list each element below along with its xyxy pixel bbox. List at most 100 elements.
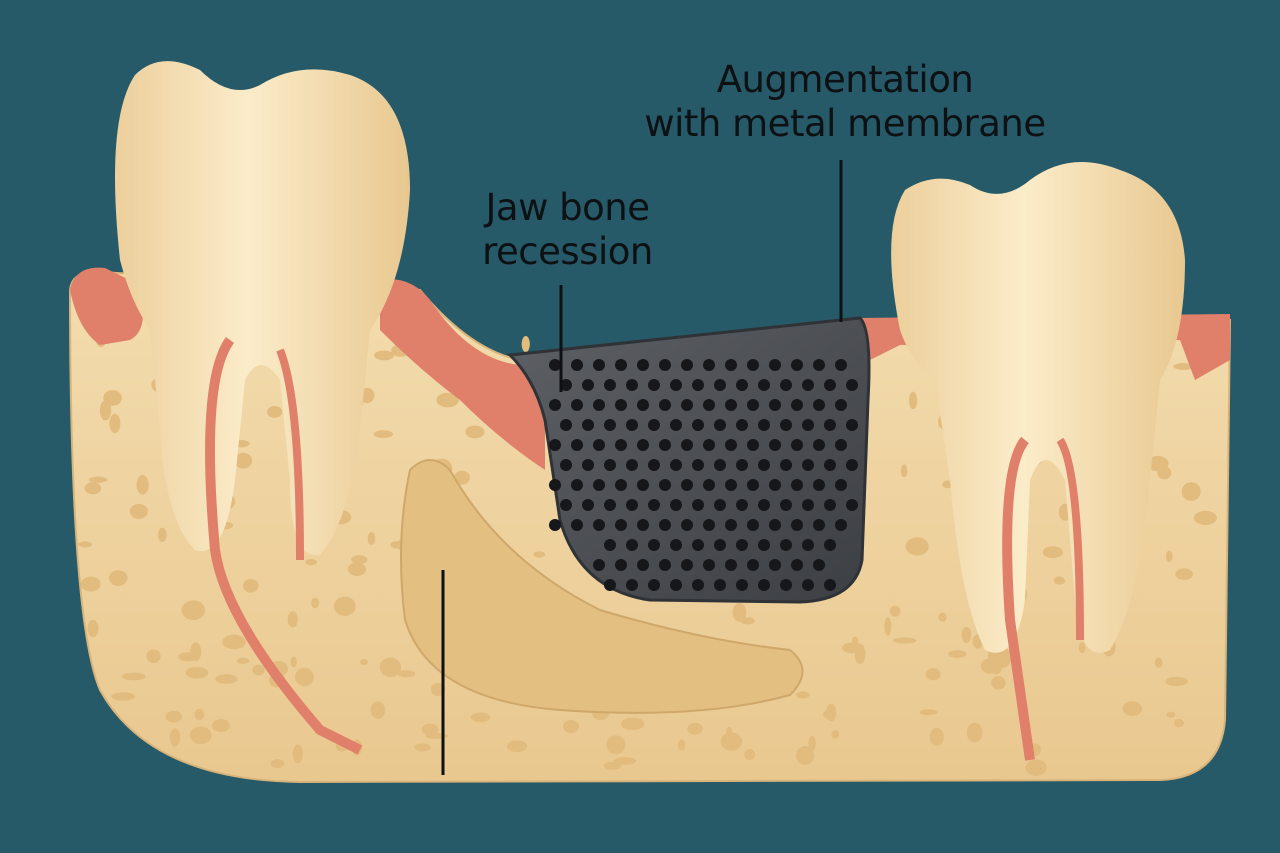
perforation-hole [670,539,682,551]
perforation-hole [747,439,759,451]
bone-pore [121,672,146,681]
bone-pore [563,719,580,734]
perforation-hole [725,439,737,451]
perforation-hole [626,539,638,551]
bone-pore [84,482,102,495]
bone-pore [414,743,431,752]
perforation-hole [703,519,715,531]
perforation-hole [681,439,693,451]
perforation-hole [571,479,583,491]
bone-pore [270,759,285,769]
perforation-hole [593,559,605,571]
perforation-hole [725,399,737,411]
bone-pore [506,740,528,753]
bone-pore [87,620,99,638]
perforation-hole [703,399,715,411]
perforation-hole [747,519,759,531]
perforation-hole [571,519,583,531]
bone-pore [1025,759,1047,776]
perforation-hole [824,459,836,471]
perforation-hole [725,559,737,571]
perforation-hole [791,479,803,491]
perforation-hole [714,579,726,591]
perforation-hole [813,559,825,571]
perforation-hole [659,519,671,531]
perforation-hole [758,579,770,591]
metal-membrane [506,316,871,604]
perforation-hole [681,479,693,491]
augmentation-label-line2: with metal membrane [644,102,1046,145]
perforation-hole [835,519,847,531]
perforation-hole [736,499,748,511]
perforation-hole [648,379,660,391]
perforation-hole [824,499,836,511]
jaw-bone-label-line1: Jaw bone [485,186,650,229]
bone-pore [1175,568,1194,580]
perforation-hole [802,459,814,471]
perforation-hole [582,379,594,391]
perforation-hole [791,559,803,571]
perforation-hole [604,419,616,431]
perforation-hole [648,539,660,551]
perforation-hole [835,479,847,491]
bone-pore [948,650,967,658]
perforation-hole [725,519,737,531]
perforation-hole [835,359,847,371]
perforation-hole [681,519,693,531]
bone-pore [88,476,108,483]
perforation-hole [615,399,627,411]
perforation-hole [846,499,858,511]
bone-pore [603,761,622,770]
perforation-hole [692,539,704,551]
perforation-hole [780,379,792,391]
perforation-hole [681,559,693,571]
perforation-hole [593,519,605,531]
bone-pore [1193,510,1217,526]
perforation-hole [769,559,781,571]
perforation-hole [824,539,836,551]
bone-pore [169,728,181,747]
bone-pore [189,726,212,745]
perforation-hole [549,519,561,531]
bone-pore [1165,676,1188,687]
perforation-hole [813,399,825,411]
perforation-hole [560,459,572,471]
bone-pore [185,666,209,679]
perforation-hole [670,499,682,511]
perforation-hole [604,539,616,551]
perforation-hole [714,539,726,551]
bone-pore [831,729,840,739]
bone-pore [991,676,1006,690]
perforation-hole [824,419,836,431]
bone-pore [908,391,918,410]
perforation-hole [813,479,825,491]
perforation-hole [681,399,693,411]
perforation-hole [659,399,671,411]
bone-pore [436,392,459,408]
bone-pore [129,503,148,519]
perforation-hole [824,579,836,591]
perforation-hole [670,379,682,391]
bone-pore [938,612,947,622]
bone-pore [360,658,368,666]
bone-pore [823,710,833,719]
bone-pore [1053,576,1066,585]
bone-pore [215,674,238,684]
bone-pore [892,637,917,644]
bone-pore [111,692,135,701]
bone-pore [136,474,149,495]
bone-pore [1078,642,1086,654]
augmentation-label-line1: Augmentation [716,58,974,101]
perforation-hole [626,419,638,431]
perforation-hole [813,439,825,451]
perforation-hole [769,439,781,451]
perforation-hole [670,459,682,471]
perforation-hole [791,439,803,451]
perforation-hole [637,519,649,531]
perforation-hole [670,419,682,431]
perforation-hole [637,399,649,411]
perforation-hole [692,499,704,511]
perforation-hole [791,399,803,411]
perforation-hole [835,399,847,411]
